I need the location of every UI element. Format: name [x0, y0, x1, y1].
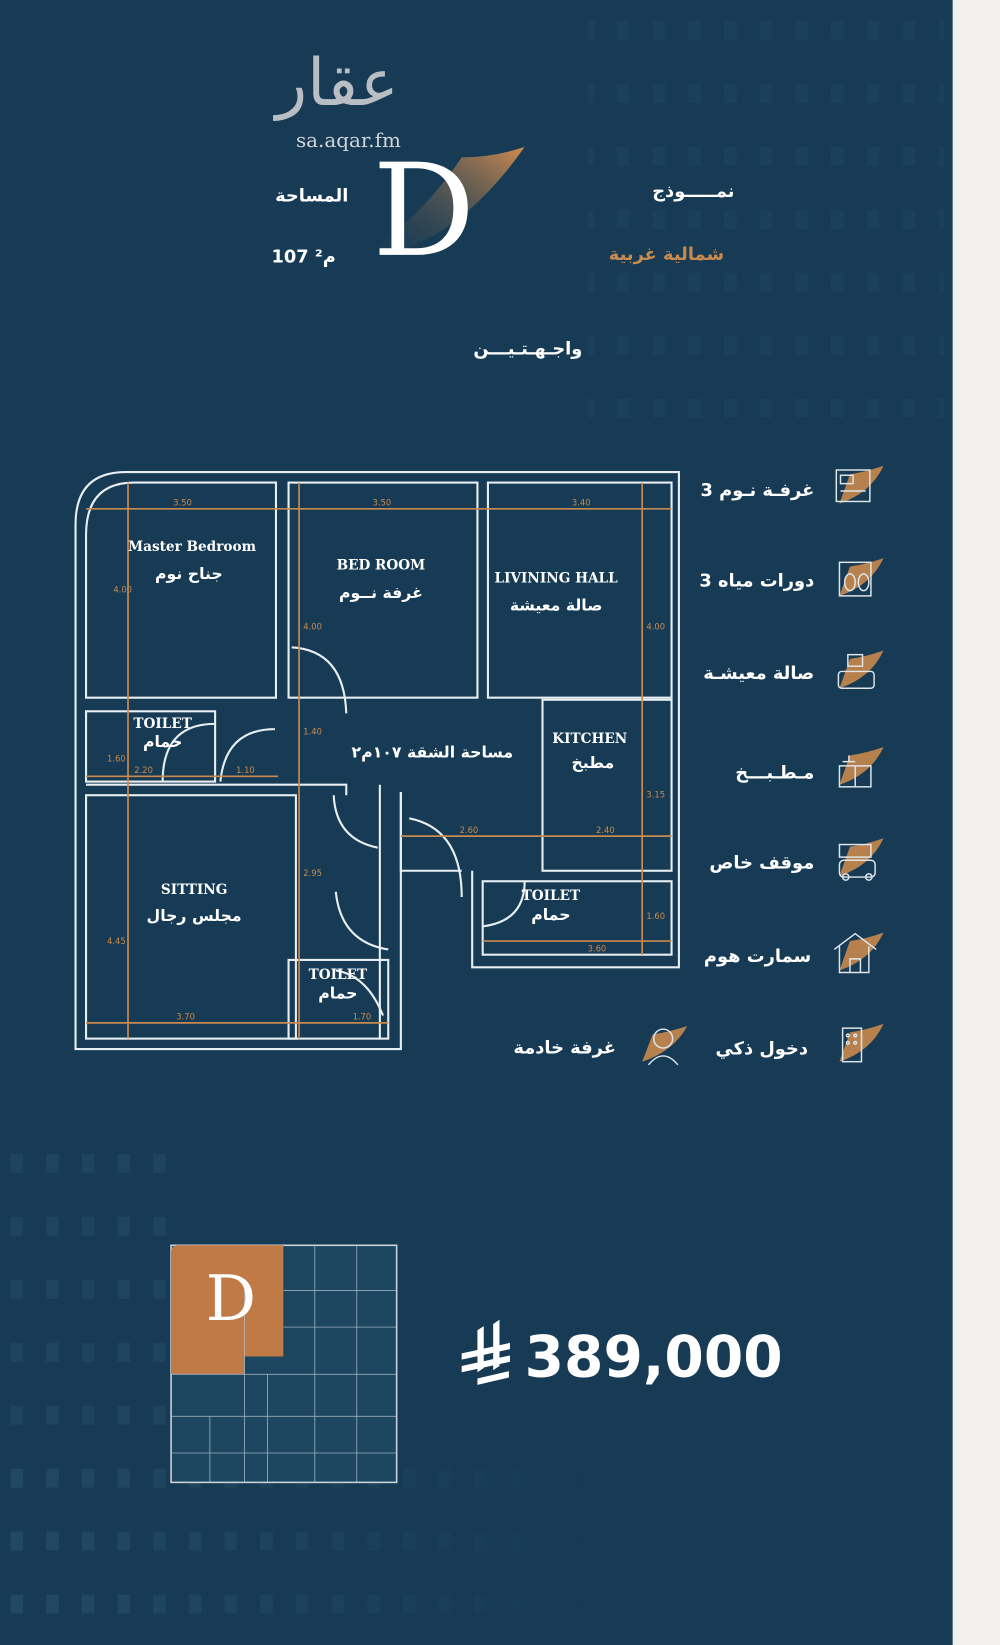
kitchen-icon — [838, 746, 884, 788]
dot-pattern — [587, 0, 945, 420]
orientation: شمالية غربية — [609, 244, 724, 265]
room-label-en: SITTING — [161, 882, 227, 898]
dim-label: 2.95 — [303, 868, 322, 878]
bathroom-icon — [838, 558, 884, 597]
apartment-area: مساحة الشقة ١٠٧م٢ — [352, 742, 514, 761]
feature-item: سمارت هوم — [704, 932, 884, 974]
dim-label: 1.40 — [303, 726, 322, 736]
dim-label: 3.15 — [646, 789, 665, 799]
parking-icon — [838, 838, 884, 881]
dim-label: 4.00 — [303, 621, 322, 631]
side-strip — [952, 0, 1000, 1645]
room-label-ar: حمام — [143, 732, 182, 751]
dim-label: 4.45 — [107, 936, 126, 946]
room-label-en: LIVINING HALL — [495, 570, 619, 586]
feature-item: مـطـبـــخ — [735, 746, 884, 788]
dot-pattern — [0, 1468, 588, 1645]
living-room-icon — [837, 650, 884, 689]
dim-label: 2.60 — [460, 825, 479, 835]
thumbnail-letter: D — [206, 1262, 256, 1335]
building-plan-thumbnail: D — [170, 1244, 398, 1484]
aqar-url: sa.aqar.fm — [296, 129, 401, 152]
dim-label: 2.40 — [596, 825, 615, 835]
bedroom-icon — [835, 465, 884, 504]
aqar-logo-text: عقار — [273, 46, 399, 121]
facades: واجـهـتـيـــن — [473, 339, 582, 360]
floor-plan: 3.50 3.50 3.40 4.00 4.00 4.00 1.60 2.20 … — [74, 471, 680, 1051]
dot-pattern — [0, 1154, 168, 1469]
room-label-ar: جناح نوم — [155, 564, 223, 583]
feature-label: صالة معيشـة — [703, 663, 814, 684]
feature-item: 3 غرفـة نـوم — [701, 465, 884, 504]
dim-label: 1.10 — [236, 765, 255, 775]
feature-label: دخول ذكي — [716, 1038, 808, 1059]
feature-label: 3 غرفـة نـوم — [701, 480, 815, 501]
room-label-ar: مجلس رجال — [147, 906, 242, 925]
room-label-ar: حمام — [318, 984, 357, 1003]
area-label: المساحة — [275, 185, 348, 206]
room-label-en: TOILET — [309, 967, 368, 983]
dim-label: 3.60 — [588, 944, 607, 954]
dim-label: 2.20 — [134, 765, 153, 775]
features-list: 3 غرفـة نـوم 3 دورات مياه صالة معيشـة مـ… — [513, 465, 884, 1066]
price: 389,000 — [461, 1319, 783, 1390]
room-label-ar: صالة معيشة — [510, 596, 603, 615]
model-label: نمـــــوذج — [652, 181, 734, 202]
dim-label: 4.00 — [646, 621, 665, 631]
room-label-ar: غرفة نــوم — [339, 583, 423, 602]
feature-label: 3 دورات مياه — [699, 570, 814, 591]
feature-item: غرفة خادمة — [513, 1026, 688, 1066]
room-label-en: TOILET — [522, 888, 581, 904]
dim-label: 4.00 — [113, 585, 132, 595]
dim-label: 3.40 — [572, 498, 591, 508]
dim-label: 3.50 — [373, 498, 392, 508]
room-label-ar: مطبخ — [571, 753, 614, 772]
dim-label: 3.70 — [176, 1012, 195, 1022]
room-label-en: BED ROOM — [337, 558, 426, 574]
feature-label: غرفة خادمة — [513, 1037, 616, 1058]
dim-label: 1.60 — [646, 911, 665, 921]
maid-icon — [642, 1026, 688, 1066]
feature-item: 3 دورات مياه — [699, 558, 884, 597]
feature-item: موقف خاص — [709, 838, 884, 881]
d-swoosh — [356, 146, 525, 261]
area-value: 107 م² — [271, 246, 335, 267]
smart-home-icon — [833, 932, 884, 974]
model-letter: D — [373, 137, 476, 286]
feature-item: دخول ذكي — [716, 1023, 884, 1063]
dim-label: 3.50 — [173, 498, 192, 508]
dim-label: 1.60 — [107, 754, 126, 764]
dim-label: 1.70 — [353, 1012, 372, 1022]
room-label-en: Master Bedroom — [128, 539, 257, 555]
feature-label: موقف خاص — [709, 853, 814, 874]
feature-item: صالة معيشـة — [703, 650, 884, 689]
saudi-riyal-icon — [461, 1319, 510, 1385]
room-label-en: TOILET — [133, 716, 192, 732]
room-label-en: KITCHEN — [552, 731, 627, 747]
room-label-ar: حمام — [531, 905, 570, 924]
feature-label: سمارت هوم — [704, 946, 811, 967]
smart-entry-icon — [839, 1023, 884, 1063]
price-value: 389,000 — [525, 1324, 783, 1390]
aqar-watermark: عقار sa.aqar.fm — [273, 46, 401, 152]
feature-label: مـطـبـــخ — [735, 762, 814, 783]
